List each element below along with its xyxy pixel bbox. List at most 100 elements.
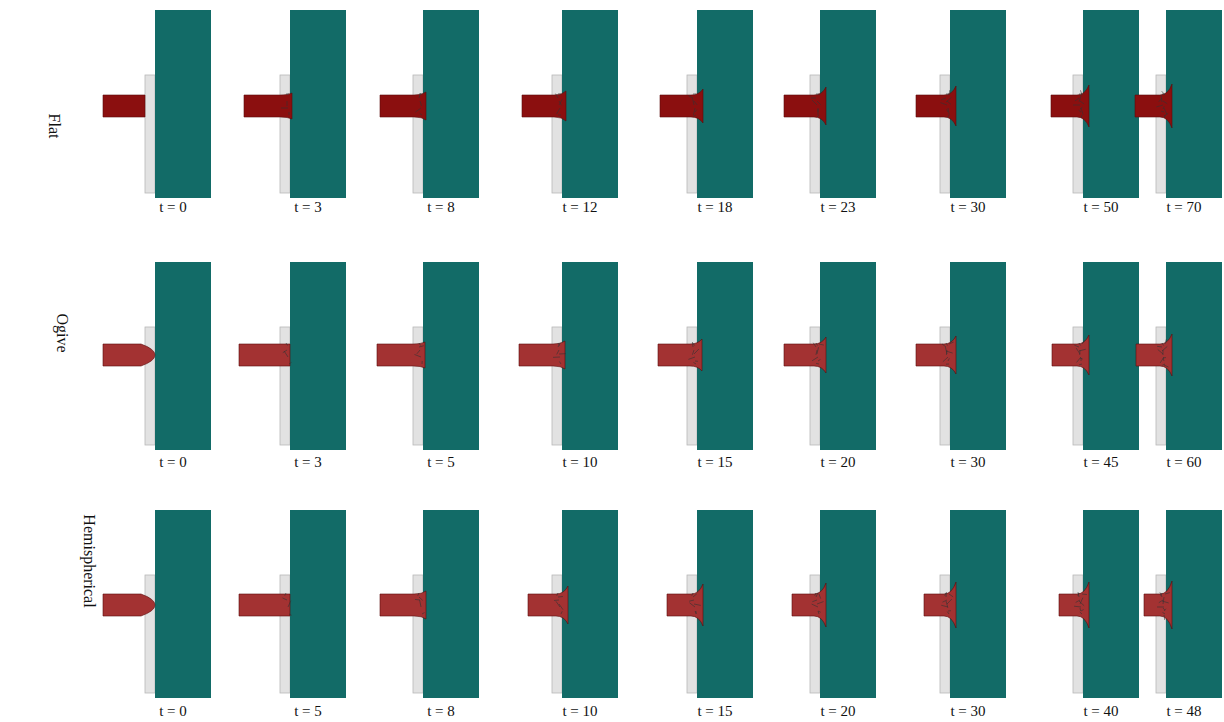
time-label: t = 18 [697, 200, 732, 215]
crack-line [1162, 343, 1164, 346]
crack-line [286, 343, 288, 346]
crack-line [419, 346, 424, 347]
target-plate [290, 262, 346, 450]
crack-line [1074, 345, 1079, 347]
crack-line [1081, 115, 1083, 118]
crack-line [1080, 90, 1082, 95]
time-label: t = 45 [1083, 455, 1118, 470]
row-label: Ogive [54, 314, 70, 353]
time-label: t = 48 [1166, 704, 1201, 719]
crack-line [286, 94, 289, 95]
crack-line [817, 115, 819, 117]
crack-line [693, 594, 697, 597]
backing-plate [280, 75, 290, 193]
time-label: t = 30 [950, 200, 985, 215]
time-label: t = 10 [562, 455, 597, 470]
crack-line [414, 354, 421, 357]
crack-line [1079, 349, 1086, 351]
time-label: t = 50 [1083, 200, 1118, 215]
target-plate [290, 10, 346, 198]
crack-line [815, 593, 816, 596]
crack-line [415, 599, 420, 601]
crack-line [948, 610, 951, 611]
crack-line [1079, 601, 1084, 606]
crack-line [692, 98, 694, 105]
projectile [1052, 335, 1089, 375]
crack-line [940, 103, 947, 105]
time-label: t = 70 [1166, 200, 1201, 215]
crack-line [418, 593, 419, 596]
target-plate [155, 262, 211, 450]
crack-line [558, 596, 563, 597]
crack-line [1165, 593, 1170, 594]
crack-line [1163, 357, 1166, 358]
target-plate [697, 10, 753, 198]
crack-line [1157, 606, 1164, 607]
crack-line [941, 98, 946, 100]
crack-line [289, 614, 292, 615]
crack-line [947, 109, 949, 112]
crack-line [1158, 349, 1163, 354]
crack-line [1161, 111, 1164, 113]
crack-line [1079, 95, 1081, 102]
crack-line [949, 342, 954, 344]
projectile [519, 341, 565, 369]
target-plate [562, 510, 618, 698]
target-plate [820, 262, 876, 450]
time-label: t = 15 [697, 704, 732, 719]
crack-line [1162, 346, 1167, 351]
target-plate [950, 262, 1006, 450]
projectile [1144, 581, 1172, 629]
crack-line [1073, 105, 1080, 106]
crack-line [1080, 358, 1083, 359]
crack-line [558, 94, 561, 95]
crack-line [819, 344, 824, 345]
target-plate [423, 510, 479, 698]
time-label: t = 10 [562, 704, 597, 719]
crack-line [1079, 343, 1081, 346]
crack-line [943, 357, 948, 362]
backing-plate [552, 75, 562, 193]
crack-line [689, 603, 695, 607]
crack-line [816, 94, 819, 95]
crack-line [559, 604, 563, 610]
projectile [1135, 84, 1172, 128]
crack-line [420, 101, 422, 106]
crack-line [947, 101, 951, 104]
crack-line [948, 115, 950, 118]
crack-line [553, 357, 560, 358]
projectile [1051, 85, 1089, 127]
crack-line [417, 350, 420, 354]
crack-line [415, 108, 421, 112]
crack-line [693, 343, 695, 346]
target-plate [950, 10, 1006, 198]
crack-line [1161, 95, 1163, 102]
crack-line [1082, 340, 1085, 344]
projectile [239, 594, 290, 616]
crack-line [1075, 98, 1079, 101]
crack-line [558, 343, 560, 347]
crack-line [695, 110, 697, 112]
crack-line [1164, 365, 1169, 367]
crack-line [1164, 108, 1167, 114]
crack-line [1081, 610, 1084, 611]
crack-line [946, 98, 951, 102]
projectile [784, 337, 826, 373]
target-plate [1083, 510, 1139, 698]
projectile [380, 92, 426, 120]
crack-line [558, 115, 561, 116]
crack-line [947, 599, 952, 604]
crack-line [281, 108, 288, 109]
crack-line [942, 344, 946, 347]
crack-line [694, 349, 699, 354]
backing-plate [1073, 75, 1083, 193]
projectile [103, 344, 155, 366]
crack-line [817, 602, 824, 604]
crack-line [1164, 615, 1166, 620]
crack-line [946, 351, 953, 353]
crack-line [693, 108, 695, 115]
crack-line [689, 600, 694, 601]
target-plate [423, 10, 479, 198]
target-plate [423, 262, 479, 450]
crack-line [1164, 113, 1168, 116]
